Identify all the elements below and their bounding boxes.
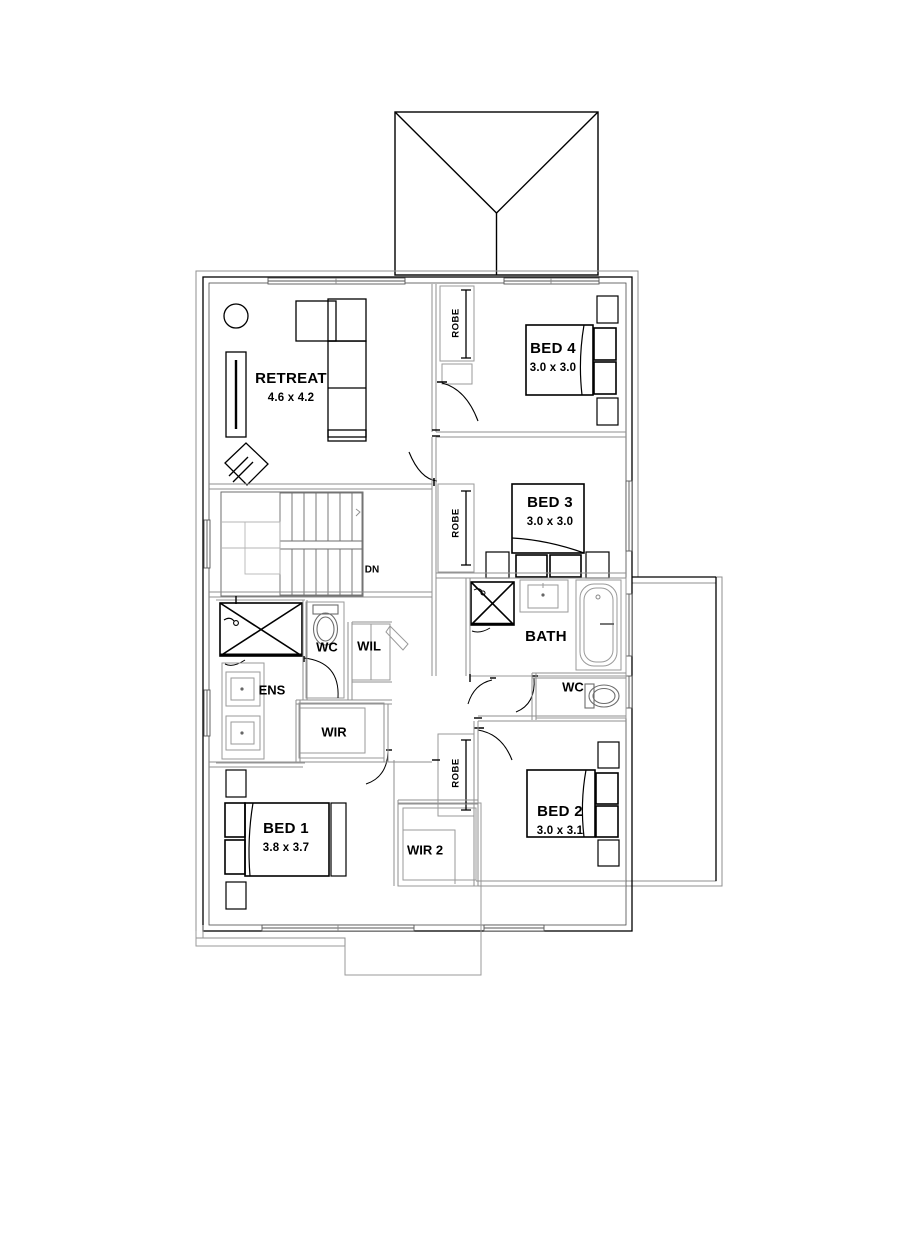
bed2-nightstand-2 bbox=[597, 839, 620, 867]
bed4-nightstand-2 bbox=[596, 397, 619, 426]
label-bed2-dim: 3.0 x 3.1 bbox=[537, 825, 584, 837]
bed4-mattress bbox=[525, 324, 594, 396]
internal-walls bbox=[209, 284, 626, 887]
retreat-armchair bbox=[224, 442, 269, 486]
bath-shower bbox=[470, 581, 515, 626]
ens-vanity bbox=[221, 662, 265, 760]
window-group-top bbox=[267, 277, 600, 285]
bed3-pillow-1 bbox=[515, 554, 548, 578]
bed2-pillow-1 bbox=[595, 772, 619, 805]
bed2-furniture bbox=[526, 741, 620, 867]
bed2-pillow-2 bbox=[595, 805, 619, 838]
wall-endcaps bbox=[235, 429, 482, 761]
room-wc1 bbox=[303, 601, 345, 699]
label-wc1: WC bbox=[316, 639, 338, 654]
bed4-furniture bbox=[525, 295, 619, 426]
label-bed1: BED 1 bbox=[263, 820, 309, 837]
room-wc2 bbox=[515, 675, 627, 719]
bed4-pillow-1 bbox=[593, 327, 617, 361]
room-ens bbox=[216, 599, 305, 764]
label-robe-bed3: ROBE bbox=[451, 508, 462, 537]
bed2-nightstand-1 bbox=[597, 741, 620, 769]
label-ens: ENS bbox=[259, 682, 286, 697]
bed1-nightstand-1 bbox=[225, 769, 247, 798]
label-retreat-dim: 4.6 x 4.2 bbox=[268, 392, 315, 404]
room-label-layer: RETREAT 4.6 x 4.2 BED 4 3.0 x 3.0 BED 3 … bbox=[255, 308, 584, 857]
label-stairs-dn: DN bbox=[365, 565, 379, 576]
robe-bed4 bbox=[437, 285, 479, 422]
label-robe-bed4: ROBE bbox=[451, 308, 462, 337]
bath-vanity bbox=[519, 579, 569, 613]
window-group-bottom bbox=[261, 924, 545, 932]
bed2-mattress bbox=[526, 769, 596, 838]
staircase bbox=[220, 491, 364, 597]
retreat-tv-unit bbox=[225, 351, 247, 438]
label-wir: WIR bbox=[321, 724, 347, 739]
bed4-nightstand-1 bbox=[596, 295, 619, 324]
bed3-pillow-2 bbox=[549, 554, 582, 578]
room-retreat bbox=[223, 298, 367, 486]
bed4-pillow-2 bbox=[593, 361, 617, 395]
bed1-furniture bbox=[224, 769, 347, 910]
wc1-toilet bbox=[312, 604, 339, 646]
ens-shower bbox=[219, 602, 303, 657]
label-bath: BATH bbox=[525, 628, 567, 645]
label-robe-bed2: ROBE bbox=[451, 758, 462, 787]
bed1-pillow-1 bbox=[224, 802, 246, 838]
retreat-side-table bbox=[223, 303, 249, 329]
label-retreat: RETREAT bbox=[255, 370, 327, 387]
label-wc2: WC bbox=[562, 679, 584, 694]
label-bed2: BED 2 bbox=[537, 803, 583, 820]
label-bed1-dim: 3.8 x 3.7 bbox=[263, 842, 310, 854]
label-bed4-dim: 3.0 x 3.0 bbox=[530, 362, 577, 374]
porch-roof bbox=[394, 111, 599, 276]
wil-door bbox=[385, 625, 409, 651]
bed1-bench bbox=[330, 802, 347, 877]
robe-bed3 bbox=[408, 451, 475, 573]
wc2-toilet bbox=[584, 683, 620, 709]
label-wil: WIL bbox=[357, 638, 381, 653]
label-bed3-dim: 3.0 x 3.0 bbox=[527, 516, 574, 528]
lower-level-outline bbox=[195, 886, 482, 976]
label-bed3: BED 3 bbox=[527, 494, 573, 511]
bed1-pillow-2 bbox=[224, 839, 246, 875]
bath-tub bbox=[575, 579, 622, 671]
bed3-mattress bbox=[511, 483, 585, 554]
label-wir2: WIR 2 bbox=[407, 842, 443, 857]
window-group-left bbox=[203, 519, 211, 737]
room-bath bbox=[467, 577, 627, 705]
label-bed4: BED 4 bbox=[530, 340, 576, 357]
bed1-nightstand-2 bbox=[225, 881, 247, 910]
